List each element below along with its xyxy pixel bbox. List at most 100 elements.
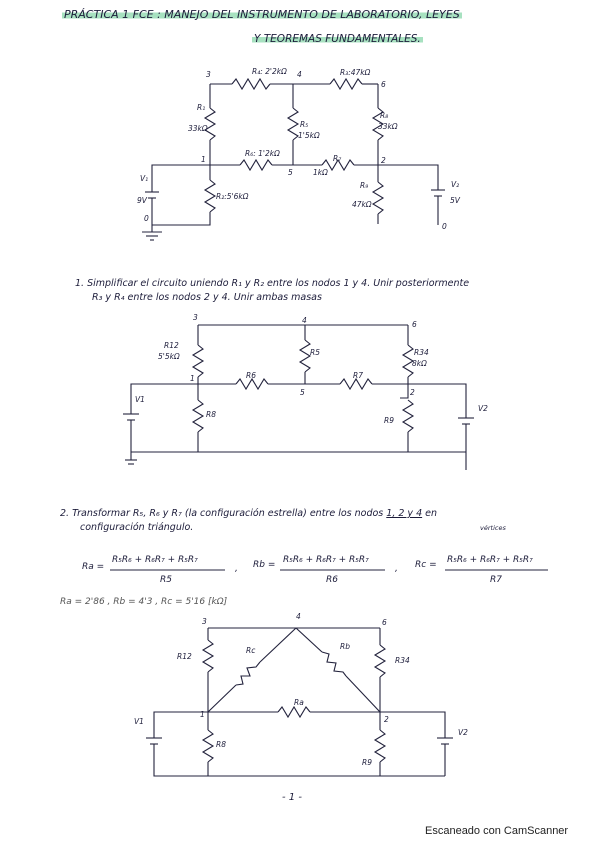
node-3-label: 3: [206, 70, 211, 79]
c3-node-2-label: 2: [384, 715, 389, 724]
r7-value: 1kΩ: [313, 168, 328, 177]
r9-label: R₉: [360, 181, 369, 190]
node-0-right-label: 0: [442, 222, 447, 231]
c2-node-5-label: 5: [300, 388, 305, 397]
c3-node-4-label: 4: [296, 612, 301, 621]
r8-value: 33kΩ: [378, 122, 398, 131]
c3-v2-label: V2: [458, 728, 468, 737]
resistor-r6: [239, 158, 273, 172]
r1-label: R₁: [197, 103, 206, 112]
resistor-r12-c3: [201, 639, 215, 673]
resistor-r8-c2: [191, 399, 205, 433]
r2-label: R₂:5'6kΩ: [216, 192, 249, 201]
resistor-r5: [286, 107, 300, 141]
c2-node-1-label: 1: [190, 374, 195, 383]
r4-label: R₄: 2'2kΩ: [252, 67, 287, 76]
step-2-text-line-2: configuración triángulo.: [80, 522, 194, 533]
resistor-r7-c2: [339, 377, 373, 391]
c3-v1-label: V1: [134, 717, 144, 726]
step-2-nodes-note: 1, 2 y 4: [386, 508, 423, 519]
c2-node-2-label: 2: [410, 388, 415, 397]
c2-r34-label: R34: [414, 348, 429, 357]
page-number: - 1 -: [282, 792, 302, 803]
resistor-r9-c2: [401, 399, 415, 433]
r9-value: 47kΩ: [352, 200, 372, 209]
r5-value: 1'5kΩ: [298, 131, 320, 140]
node-4-label: 4: [297, 70, 302, 79]
node-0-left-label: 0: [144, 214, 149, 223]
node-2-label: 2: [381, 156, 386, 165]
resistor-r5-c2: [298, 339, 312, 373]
results-line: Ra = 2'86 , Rb = 4'3 , Rc = 5'16 [kΩ]: [60, 597, 228, 607]
c3-r9-label: R9: [362, 758, 372, 767]
node-5-label: 5: [288, 168, 293, 177]
step-2-text-line-1: 2. Transformar R₅, R₆ y R₇ (la configura…: [60, 508, 438, 519]
c2-node-6-label: 6: [412, 320, 417, 329]
c3-node-3-label: 3: [202, 617, 207, 626]
c3-node-6-label: 6: [382, 618, 387, 627]
c2-r9-label: R9: [384, 416, 394, 425]
step-1-text-line-1: 1. Simplificar el circuito uniendo R₁ y …: [75, 278, 470, 289]
r5-label: R₅: [300, 120, 309, 129]
c2-r5-label: R5: [310, 348, 320, 357]
resistor-r8-c3: [201, 729, 215, 763]
resistor-rc: [235, 661, 261, 686]
r1-value: 33kΩ: [188, 124, 208, 133]
resistor-r7: [321, 158, 355, 172]
c3-r8-label: R8: [216, 740, 226, 749]
node-1-label: 1: [201, 155, 206, 164]
c2-r8-label: R8: [206, 410, 216, 419]
r6-label: R₆: 1'2kΩ: [245, 149, 280, 158]
resistor-rb: [321, 651, 347, 677]
resistor-r34-c3: [373, 644, 387, 678]
c2-node-3-label: 3: [193, 313, 198, 322]
resistor-ra: [277, 705, 311, 719]
c2-r7-label: R7: [353, 371, 363, 380]
resistor-r34: [401, 344, 415, 378]
resistor-r4: [231, 77, 271, 91]
v1-label: V₁: [140, 174, 149, 183]
rc-lhs: Rc =: [415, 560, 437, 570]
c2-v1-label: V1: [135, 395, 145, 404]
v1-value: 9V: [137, 196, 147, 205]
resistor-r8-33k: [371, 107, 385, 141]
c3-rb-label: Rb: [340, 642, 350, 651]
circuit-3: [146, 627, 453, 777]
circuit-2: [123, 324, 474, 470]
c3-r34-label: R34: [395, 656, 410, 665]
step-2-vertices-note: vértices: [480, 524, 506, 532]
r7-label: R₇: [333, 154, 342, 163]
circuit-1: [142, 77, 445, 241]
resistor-r6-c2: [235, 377, 269, 391]
resistor-r1: [203, 107, 217, 141]
c3-rc-label: Rc: [246, 646, 256, 655]
c2-r12-label: R12: [164, 341, 179, 350]
resistor-r12: [191, 344, 205, 378]
page-title-line-1: PRÁCTICA 1 FCE : MANEJO DEL INSTRUMENTO …: [62, 8, 462, 21]
ra-lhs: Ra =: [82, 562, 105, 572]
node-6-label: 6: [381, 80, 386, 89]
rc-denominator: R7: [490, 575, 502, 585]
c2-node-4-label: 4: [302, 316, 307, 325]
sep-2: ,: [395, 564, 398, 574]
sep-1: ,: [235, 564, 238, 574]
ra-numerator: R₅R₆ + R₆R₇ + R₅R₇: [112, 555, 198, 565]
c3-ra-label: Ra: [294, 698, 304, 707]
r3-label: R₃:47kΩ: [340, 68, 371, 77]
c2-r6-label: R6: [246, 371, 256, 380]
rb-numerator: R₅R₆ + R₆R₇ + R₅R₇: [283, 555, 369, 565]
c2-r34-value: 8kΩ: [412, 359, 427, 368]
resistor-r3: [329, 77, 363, 91]
resistor-r9-c3: [373, 729, 387, 763]
c2-r12-value: 5'5kΩ: [158, 352, 180, 361]
c2-v2-label: V2: [478, 404, 488, 413]
rb-denominator: R6: [326, 575, 338, 585]
v2-value: 5V: [450, 196, 460, 205]
c3-node-1-label: 1: [200, 710, 205, 719]
v2-label: V₂: [451, 180, 460, 189]
step-1-text-line-2: R₃ y R₄ entre los nodos 2 y 4. Unir amba…: [92, 292, 322, 303]
rc-numerator: R₅R₆ + R₆R₇ + R₅R₇: [447, 555, 533, 565]
rb-lhs: Rb =: [253, 560, 276, 570]
ra-denominator: R5: [160, 575, 172, 585]
